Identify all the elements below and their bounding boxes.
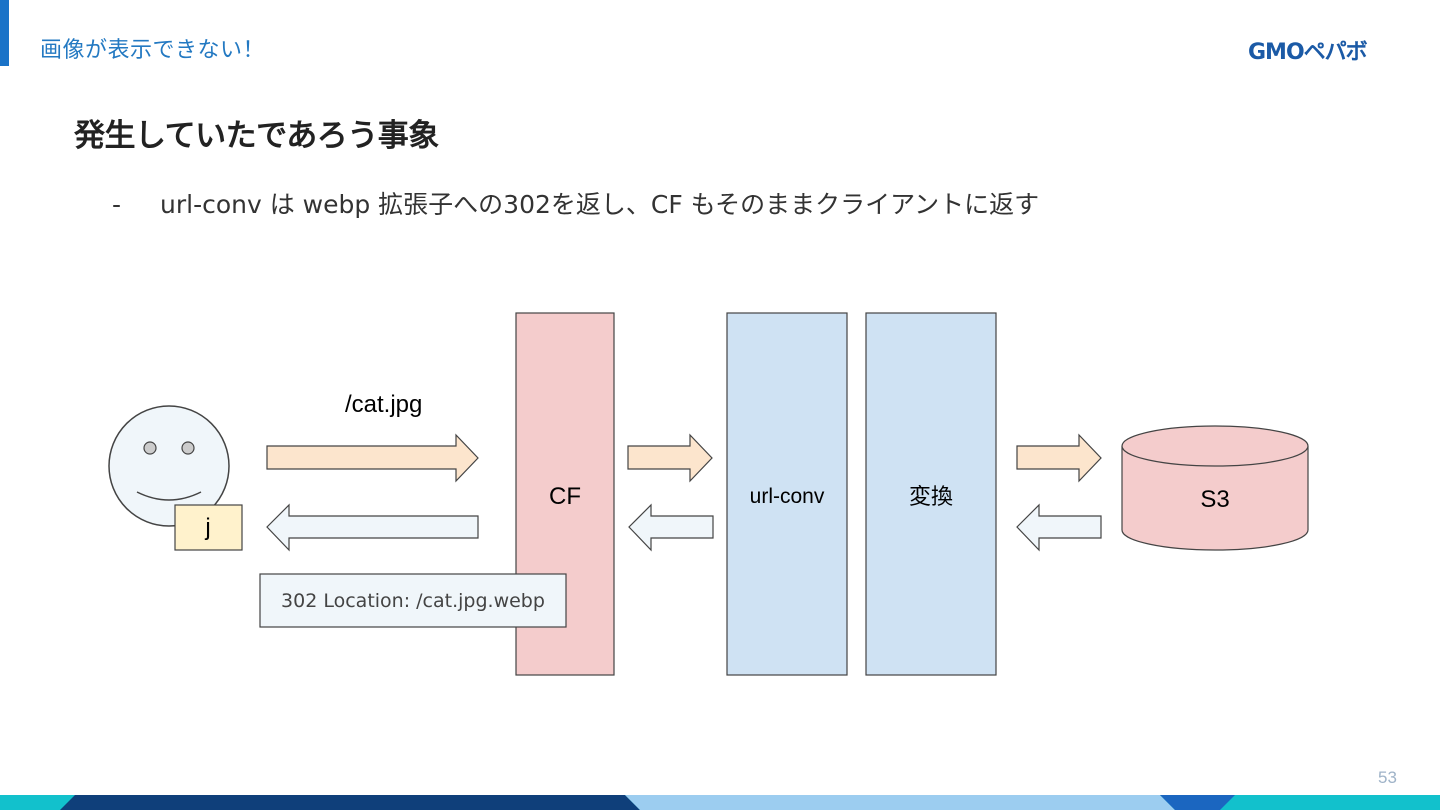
- response-arrow-s3-to-convert: [1016, 503, 1102, 552]
- cf-label: CF: [549, 483, 581, 510]
- request-arrow-convert-to-s3: [1016, 433, 1102, 483]
- user-badge: [174, 504, 243, 551]
- gmo-pepabo-logo: GMOペパボ: [1248, 40, 1368, 65]
- response-arrow-cf-to-user: [266, 503, 479, 552]
- footer-stripe-blue: [1160, 795, 1235, 810]
- user-eye-right: [181, 441, 195, 455]
- user-mouth: [136, 491, 202, 501]
- response-label-box: [259, 573, 567, 628]
- request-arrow-cf-to-urlconv: [627, 433, 713, 483]
- request-path-label: /cat.jpg: [345, 391, 422, 418]
- page-number: 53: [1378, 768, 1397, 787]
- url-conv-box: [726, 312, 848, 676]
- slide-title: 発生していたであろう事象: [74, 118, 439, 154]
- convert-label: 変換: [909, 485, 953, 510]
- s3-label: S3: [1200, 486, 1229, 513]
- bullet-text: url-conv は webp 拡張子への302を返し、CF もそのままクライア…: [160, 190, 1040, 219]
- convert-box: [865, 312, 997, 676]
- header-accent-bar: [0, 0, 9, 66]
- s3-cylinder: [1121, 446, 1309, 551]
- user-eye-left: [143, 441, 157, 455]
- response-label: 302 Location: /cat.jpg.webp: [281, 590, 545, 612]
- footer-stripe-light: [625, 795, 1175, 810]
- url-conv-label: url-conv: [750, 485, 825, 508]
- s3-cylinder-top: [1121, 425, 1309, 467]
- bullet-item: - url-conv は webp 拡張子への302を返し、CF もそのままクライ…: [112, 185, 1039, 221]
- footer-stripe-dark: [60, 795, 640, 810]
- bullet-marker: -: [112, 190, 122, 219]
- header-title: 画像が表示できない！: [40, 38, 266, 63]
- user-face-icon: [108, 405, 230, 527]
- user-badge-label: j: [204, 514, 210, 541]
- request-arrow-user-to-cf: [266, 433, 479, 483]
- response-arrow-urlconv-to-cf: [628, 503, 714, 552]
